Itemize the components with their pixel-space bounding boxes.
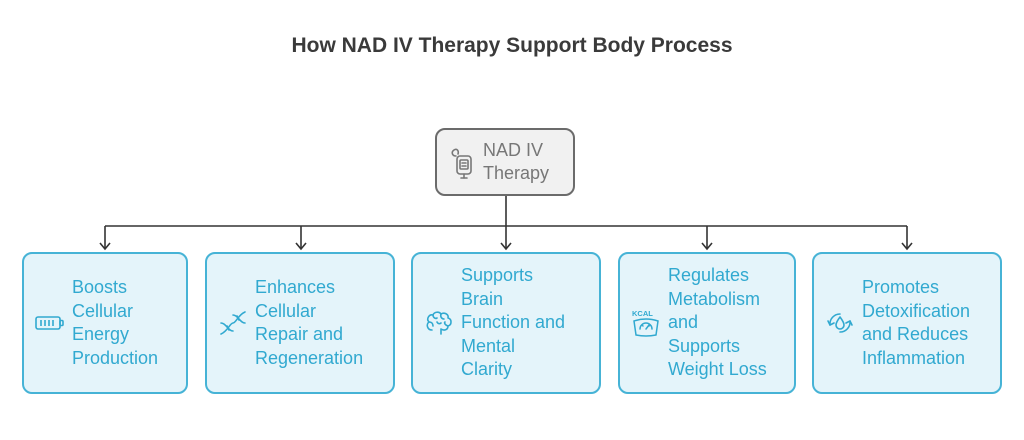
card-label-line: Detoxification — [862, 300, 971, 321]
card-detoxification: Promotes Detoxification and Reduces Infl… — [812, 252, 1002, 394]
battery-icon — [24, 315, 72, 331]
root-node: NAD IV Therapy — [435, 128, 575, 196]
card-label-line: Supports — [461, 265, 534, 286]
card-label-line: Repair and — [255, 324, 344, 344]
card-label-line: Weight Loss — [668, 359, 767, 380]
card-metabolism: KCAL Regulates Metabolism and Supports W… — [618, 252, 796, 394]
card-label-line: Mental — [461, 335, 516, 356]
card-label: Enhances Cellular Repair and Regeneratio… — [255, 276, 363, 370]
card-label-line: Inflammation — [862, 347, 966, 368]
card-label-line: Enhances — [255, 277, 336, 297]
brain-icon — [413, 310, 461, 336]
dna-icon — [207, 309, 255, 337]
card-label-line: Regeneration — [255, 347, 364, 368]
kcal-scale-icon: KCAL — [620, 307, 668, 339]
card-label-line: and Reduces — [862, 324, 969, 344]
card-label-line: Clarity — [461, 359, 513, 380]
card-label: Promotes Detoxification and Reduces Infl… — [862, 276, 970, 370]
card-label: Supports Brain Function and Mental Clari… — [461, 264, 565, 382]
card-label-line: and — [668, 312, 699, 333]
card-cellular-energy: Boosts Cellular Energy Production — [22, 252, 188, 394]
card-label-line: Energy — [72, 324, 130, 344]
detox-cycle-icon — [814, 309, 862, 337]
iv-bag-icon — [437, 144, 483, 180]
card-label-line: Promotes — [862, 277, 940, 297]
card-label-line: Boosts — [72, 277, 128, 297]
card-brain-function: Supports Brain Function and Mental Clari… — [411, 252, 601, 394]
card-cellular-repair: Enhances Cellular Repair and Regeneratio… — [205, 252, 395, 394]
root-label-line: Therapy — [483, 163, 550, 183]
card-label-line: Metabolism — [668, 288, 761, 309]
card-label-line: Supports — [668, 335, 741, 356]
root-label-line: NAD IV — [483, 140, 544, 160]
card-label-line: Regulates — [668, 265, 750, 286]
kcal-icon-text: KCAL — [632, 309, 653, 318]
diagram-title: How NAD IV Therapy Support Body Process — [291, 34, 733, 57]
card-label-line: Cellular — [255, 300, 317, 321]
card-label-line: Function and — [461, 312, 566, 333]
root-label: NAD IV Therapy — [483, 139, 549, 185]
card-label-line: Cellular — [72, 300, 134, 321]
card-label: Regulates Metabolism and Supports Weight… — [668, 264, 767, 382]
card-label-line: Production — [72, 347, 159, 368]
card-label-line: Brain — [461, 288, 504, 309]
card-label: Boosts Cellular Energy Production — [72, 276, 158, 370]
